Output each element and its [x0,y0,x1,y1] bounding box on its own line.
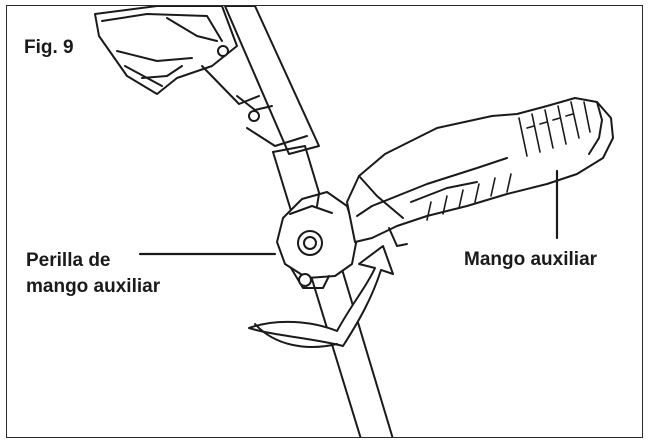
knob-label-line2: mango auxiliar [26,276,161,297]
rotation-arrow [248,245,394,348]
trimmer-drawing [94,6,614,437]
figure-title: Fig. 9 [24,37,74,58]
knob-label-line1: Perilla de [26,250,111,271]
figure-frame: Fig. 9 Perilla de mango auxiliar Mango a… [6,5,643,438]
upper-clamp [94,6,260,105]
main-shaft [224,6,394,437]
auxiliary-handle [346,97,614,247]
knob-label: Perilla de mango auxiliar [26,248,160,300]
knob [276,191,358,289]
handle-label: Mango auxiliar [464,249,598,270]
